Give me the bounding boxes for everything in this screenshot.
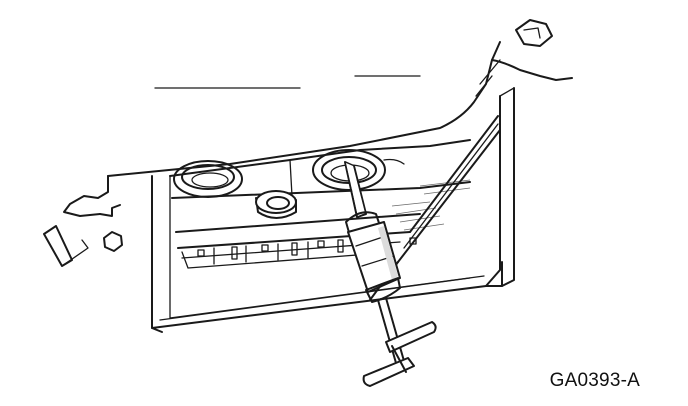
hex-bolt-icon xyxy=(103,231,123,252)
reference-dashes xyxy=(154,75,421,89)
case-outline xyxy=(63,41,573,217)
servo-bore-left xyxy=(173,160,243,198)
separator-slots xyxy=(181,237,417,269)
bracket-fragment xyxy=(43,225,89,267)
figure-code-label: GA0393-A xyxy=(549,370,640,391)
valve-body xyxy=(151,87,515,333)
slide-hammer-puller-icon xyxy=(344,161,437,387)
plug-boss xyxy=(255,190,297,219)
case-bolt-icon xyxy=(515,19,553,47)
